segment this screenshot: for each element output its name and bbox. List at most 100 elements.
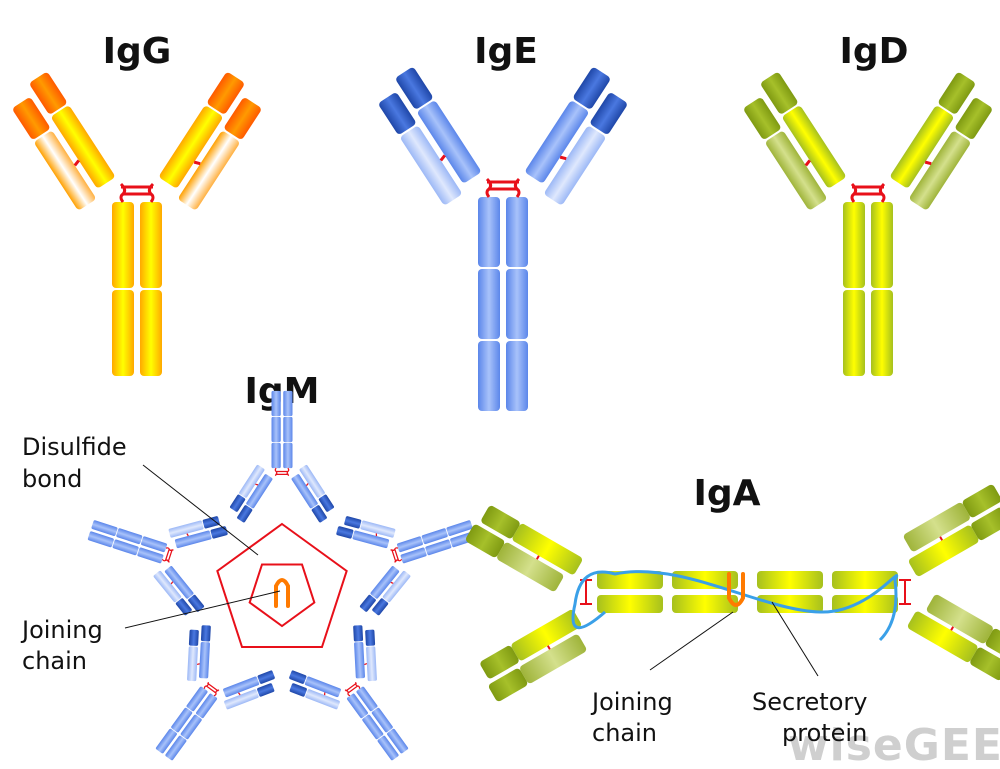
iga-hinge-disulfide bbox=[899, 579, 911, 605]
heavy-chain-constant-domain bbox=[478, 269, 500, 339]
heavy-chain-variable bbox=[257, 670, 275, 684]
light-chain-constant bbox=[903, 502, 970, 552]
heavy-chain-constant-domain bbox=[346, 693, 368, 719]
heavy-chain-constant-domain bbox=[116, 528, 143, 545]
heavy-chain-variable bbox=[938, 72, 975, 114]
light-chain-constant bbox=[544, 126, 605, 205]
hinge-disulfide-bond bbox=[119, 182, 155, 203]
right-fab-arm bbox=[336, 516, 396, 549]
heavy-chain-ch1 bbox=[890, 106, 954, 188]
igd-antibody bbox=[744, 72, 992, 376]
interchain-disulfide-bond bbox=[439, 154, 446, 162]
interchain-disulfide-bond bbox=[324, 692, 326, 696]
igd-monomer bbox=[744, 72, 992, 376]
light-chain-constant bbox=[926, 594, 993, 644]
interchain-disulfide-bond bbox=[255, 483, 259, 486]
heavy-chain-constant-domain bbox=[91, 520, 118, 536]
left-fab-arm bbox=[168, 516, 228, 549]
heavy-chain-constant-domain bbox=[141, 536, 167, 553]
heavy-chain-variable bbox=[207, 72, 244, 114]
light-chain-constant bbox=[497, 542, 564, 592]
light-chain-variable bbox=[372, 598, 389, 616]
light-chain-constant bbox=[168, 520, 204, 538]
heavy-chain-ch1 bbox=[907, 611, 978, 663]
heavy-chain-constant-domain bbox=[140, 290, 162, 376]
heavy-chain-variable bbox=[573, 67, 610, 109]
iga-secretory-protein bbox=[571, 570, 899, 642]
ige-antibody bbox=[379, 67, 627, 411]
heavy-chain-ch1 bbox=[159, 106, 223, 188]
heavy-chain-variable bbox=[237, 505, 253, 523]
heavy-chain-variable bbox=[359, 594, 376, 612]
iga-secretory-label-line2: protein bbox=[782, 719, 867, 747]
heavy-chain-constant-domain bbox=[871, 202, 893, 288]
heavy-chain-constant-domain bbox=[165, 735, 187, 761]
heavy-chain-constant-domain bbox=[271, 390, 281, 417]
left-fab-arm bbox=[359, 566, 411, 616]
right-fab-arm bbox=[230, 465, 273, 523]
light-chain-variable bbox=[289, 683, 307, 697]
interchain-disulfide-bond bbox=[305, 483, 309, 486]
heavy-chain-constant-domain bbox=[112, 202, 134, 288]
light-chain-variable bbox=[188, 629, 199, 646]
left-fab-arm bbox=[744, 72, 846, 210]
interchain-disulfide-bond bbox=[804, 159, 811, 167]
heavy-chain-constant-domain bbox=[283, 416, 293, 443]
heavy-chain-constant-domain bbox=[112, 290, 134, 376]
light-chain-constant bbox=[520, 634, 587, 684]
light-chain-variable bbox=[379, 93, 416, 134]
disulfide-leader-line bbox=[142, 464, 259, 556]
iga-heavy-chain-domain bbox=[672, 595, 738, 613]
interchain-disulfide-bond bbox=[186, 533, 189, 537]
heavy-chain-constant-domain bbox=[377, 735, 399, 761]
igm-joining-label-line2: chain bbox=[22, 647, 87, 675]
left-fab-arm bbox=[187, 625, 211, 682]
heavy-chain-constant-domain bbox=[283, 442, 293, 469]
interchain-disulfide-bond bbox=[364, 663, 368, 666]
heavy-chain-constant-domain bbox=[843, 290, 865, 376]
right-fab-arm bbox=[223, 670, 275, 710]
heavy-chain-variable bbox=[289, 670, 307, 684]
heavy-chain-constant-domain bbox=[171, 707, 193, 733]
heavy-chain-constant-domain bbox=[186, 686, 208, 712]
light-chain-constant bbox=[35, 131, 96, 210]
light-chain-constant bbox=[239, 465, 265, 498]
heavy-chain-constant-domain bbox=[362, 714, 384, 740]
left-fab-arm bbox=[291, 465, 334, 523]
heavy-chain-constant-domain bbox=[478, 197, 500, 267]
light-chain-variable bbox=[13, 98, 50, 139]
heavy-chain-variable bbox=[396, 67, 433, 109]
heavy-chain-constant-domain bbox=[425, 539, 452, 556]
left-fab-arm bbox=[13, 72, 115, 210]
light-chain-variable bbox=[318, 494, 334, 512]
heavy-chain-constant-domain bbox=[843, 202, 865, 288]
igm-joining-leader-line bbox=[124, 590, 281, 629]
heavy-chain-ch1 bbox=[782, 106, 846, 188]
igm-title: IgM bbox=[245, 371, 320, 412]
heavy-chain-variable bbox=[188, 594, 205, 612]
light-chain-variable bbox=[257, 683, 275, 697]
heavy-chain-variable bbox=[353, 625, 364, 642]
interchain-disulfide-bond bbox=[546, 645, 551, 650]
heavy-chain-variable bbox=[30, 72, 67, 114]
light-chain-constant bbox=[360, 520, 396, 538]
hinge-disulfide-bond bbox=[344, 682, 361, 697]
heavy-chain-constant-domain bbox=[446, 520, 473, 536]
hinge-disulfide-bond bbox=[390, 547, 403, 563]
light-chain-variable bbox=[344, 516, 362, 529]
interchain-disulfide-bond bbox=[939, 536, 944, 541]
heavy-chain-ch1 bbox=[198, 641, 210, 679]
light-chain-variable bbox=[590, 93, 627, 134]
iga-joining-label-line2: chain bbox=[592, 719, 657, 747]
heavy-chain-constant-domain bbox=[506, 341, 528, 411]
heavy-chain-ch1 bbox=[164, 566, 194, 599]
heavy-chain-variable bbox=[480, 645, 519, 679]
hinge-disulfide-bond bbox=[161, 547, 174, 563]
heavy-chain-ch1 bbox=[352, 530, 390, 549]
heavy-chain-ch1 bbox=[512, 523, 583, 575]
hinge-disulfide-bond bbox=[203, 682, 220, 697]
heavy-chain-constant-domain bbox=[371, 707, 393, 733]
heavy-chain-ch1 bbox=[511, 609, 582, 661]
interchain-disulfide-bond bbox=[375, 533, 378, 537]
heavy-chain-ch1 bbox=[354, 641, 366, 679]
